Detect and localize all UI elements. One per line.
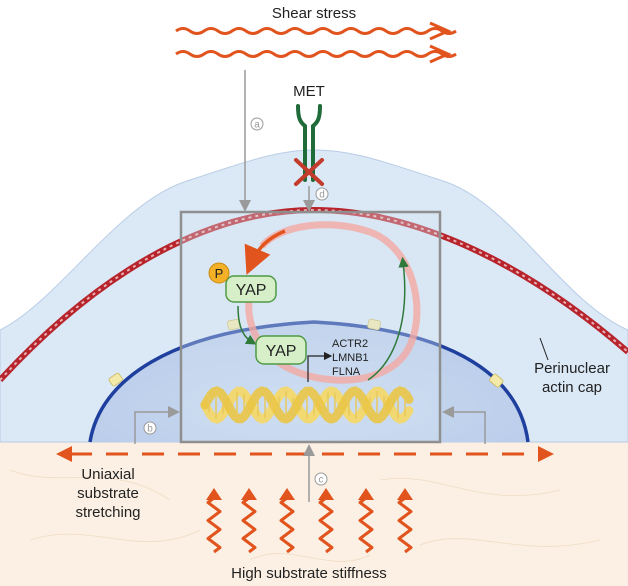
stiffness-arrowhead-1 <box>206 488 222 500</box>
loop-arrowhead <box>244 229 286 275</box>
marker-d: d <box>319 190 325 201</box>
nuclear-yap: YAP <box>255 335 307 365</box>
phospho-label: P <box>215 266 224 281</box>
gene-actr2: ACTR2 <box>332 338 368 350</box>
marker-c: c <box>319 475 324 486</box>
stiffness-arrowhead-4 <box>318 488 334 500</box>
high-stiffness-label: High substrate stiffness <box>231 565 387 582</box>
shear-arrowhead-1 <box>429 21 452 41</box>
stiffness-arrow-1 <box>206 496 222 554</box>
perinuclear-label-line1: Perinuclear <box>534 360 610 377</box>
uniaxial-label-line1: Uniaxial <box>81 466 134 483</box>
shear-stress-waves <box>175 27 457 58</box>
stretch-arrowhead-right <box>538 446 554 462</box>
perinuclear-label-line2: actin cap <box>542 379 602 396</box>
shear-arrowhead-2 <box>429 44 452 64</box>
nuclear-pores <box>108 318 504 388</box>
actin-cap-leader <box>539 337 549 361</box>
pathway-arrow-b <box>134 406 180 444</box>
uniaxial-label-line3: stretching <box>75 504 140 521</box>
nuclear-envelope <box>88 320 530 443</box>
stiffness-arrow-2 <box>241 496 257 554</box>
dna-helix <box>200 386 414 424</box>
stiffness-arrowhead-3 <box>279 488 295 500</box>
marker-b: b <box>147 424 153 435</box>
yap-phospho-label: YAP <box>236 282 267 299</box>
stiffness-arrowhead-5 <box>358 488 374 500</box>
met-label: MET <box>293 83 325 100</box>
gene-flna: FLNA <box>332 366 361 378</box>
gene-lmnb1: LMNB1 <box>332 352 369 364</box>
stiffness-arrows <box>206 488 413 554</box>
inhibition-x-icon <box>294 158 324 186</box>
stiffness-arrowhead-6 <box>397 488 413 500</box>
phospho-yap: YAP P <box>208 262 277 303</box>
stiffness-arrowhead-2 <box>241 488 257 500</box>
yap-nuclear-label: YAP <box>266 343 297 360</box>
uniaxial-label-line2: substrate <box>77 485 139 502</box>
actin-feedback-arrow <box>367 256 409 381</box>
stiffness-arrow-4 <box>318 496 334 554</box>
nucleus <box>90 322 528 442</box>
stretch-arrowhead-left <box>56 446 72 462</box>
pathway-arrow-right <box>442 406 486 444</box>
stiffness-arrow-3 <box>279 496 295 554</box>
met-receptor <box>296 104 322 182</box>
marker-a: a <box>254 120 260 131</box>
stiffness-arrow-6 <box>397 496 413 554</box>
stiffness-arrow-5 <box>358 496 374 554</box>
transcription-arrow <box>307 351 333 382</box>
substrate-texture <box>9 469 601 562</box>
yap-translocation-arrow <box>237 305 257 345</box>
shear-stress-label: Shear stress <box>272 5 356 22</box>
substrate <box>0 442 628 586</box>
